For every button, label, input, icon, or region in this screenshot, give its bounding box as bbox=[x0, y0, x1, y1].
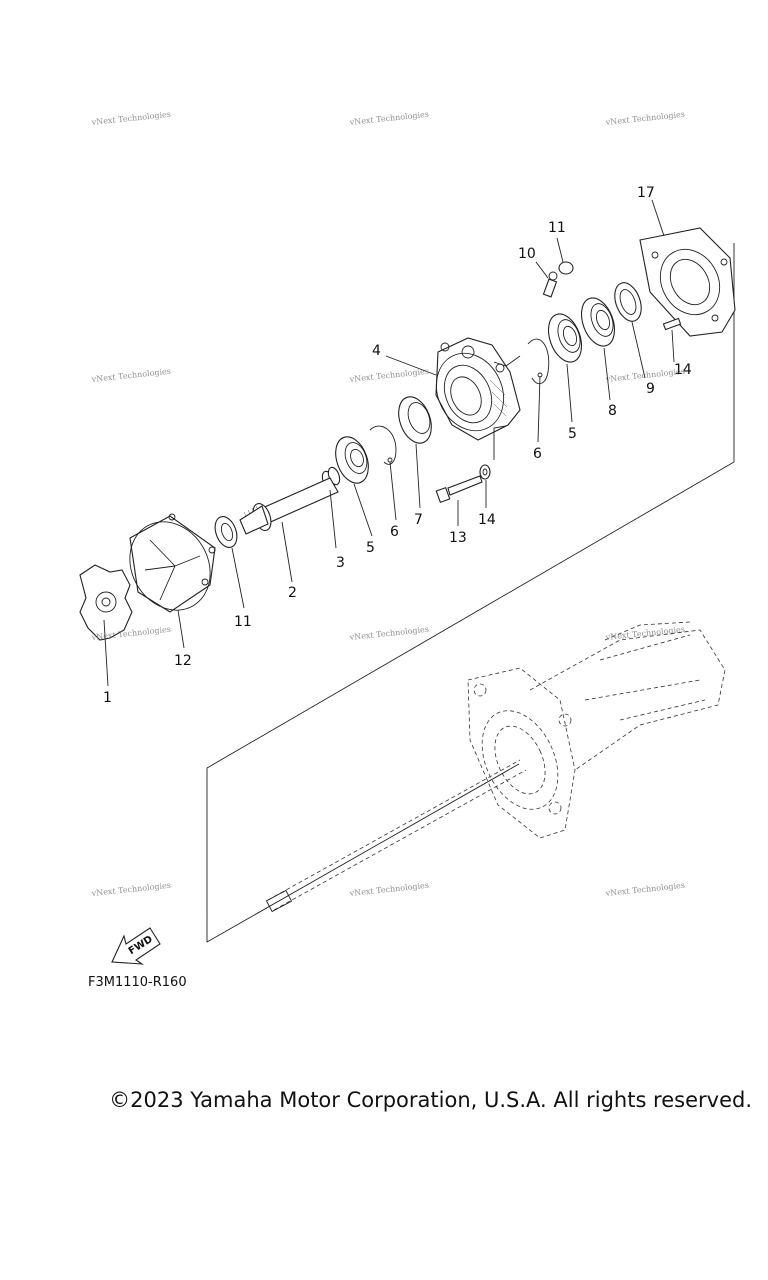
leader-lines bbox=[103, 199, 675, 687]
label-6-right: 6 bbox=[533, 446, 542, 462]
watermarks: vNext Technologies vNext Technologies vN… bbox=[90, 110, 685, 898]
part-17-housing-cover bbox=[639, 227, 736, 337]
part-12-coupling bbox=[129, 513, 216, 613]
part-16-washer bbox=[479, 464, 491, 480]
label-8: 8 bbox=[608, 403, 617, 419]
label-5-left: 5 bbox=[366, 540, 375, 556]
label-10: 10 bbox=[518, 246, 536, 262]
part-5-bearing-left bbox=[335, 436, 369, 484]
svg-text:vNext Technologies: vNext Technologies bbox=[348, 110, 429, 127]
svg-text:vNext Technologies: vNext Technologies bbox=[604, 881, 685, 898]
part-1-damper bbox=[79, 564, 133, 641]
label-5-right: 5 bbox=[568, 426, 577, 442]
part-15-bolt bbox=[435, 475, 483, 504]
copyright-notice: ©2023 Yamaha Motor Corporation, U.S.A. A… bbox=[109, 1088, 752, 1112]
label-9: 9 bbox=[646, 381, 655, 397]
label-16: 14 bbox=[478, 512, 496, 528]
label-13: 11 bbox=[234, 614, 252, 630]
part-7-bearing bbox=[398, 396, 432, 444]
part-10-grease-nipple bbox=[542, 271, 558, 298]
svg-text:vNext Technologies: vNext Technologies bbox=[90, 367, 171, 384]
part-13-washer bbox=[214, 516, 238, 548]
label-3: 3 bbox=[336, 555, 345, 571]
svg-text:vNext Technologies: vNext Technologies bbox=[604, 367, 685, 384]
part-6-circlip-left bbox=[369, 425, 397, 465]
svg-text:vNext Technologies: vNext Technologies bbox=[604, 625, 685, 642]
label-4: 4 bbox=[372, 343, 381, 359]
part-5-bearing-right bbox=[547, 313, 583, 363]
label-12: 12 bbox=[174, 653, 192, 669]
jet-pump-assembly bbox=[265, 621, 726, 913]
part-6-circlip-right bbox=[527, 338, 550, 385]
part-8-bearing bbox=[580, 297, 616, 347]
fwd-arrow: FWD bbox=[111, 927, 161, 965]
part-9-oil-seal bbox=[614, 282, 642, 322]
part-2-shaft bbox=[239, 477, 339, 535]
label-2: 2 bbox=[288, 585, 297, 601]
assembly-frame bbox=[206, 243, 735, 943]
part-14-pin bbox=[662, 317, 682, 331]
label-7: 7 bbox=[414, 512, 423, 528]
svg-text:vNext Technologies: vNext Technologies bbox=[348, 881, 429, 898]
svg-text:vNext Technologies: vNext Technologies bbox=[348, 367, 429, 384]
label-6-left: 6 bbox=[390, 524, 399, 540]
svg-text:vNext Technologies: vNext Technologies bbox=[90, 110, 171, 127]
diagram-code: F3M1110-R160 bbox=[88, 975, 187, 990]
part-labels: 17 11 10 4 14 9 8 5 6 7 14 6 13 5 3 2 11… bbox=[103, 185, 692, 706]
label-15: 13 bbox=[449, 530, 467, 546]
label-17: 17 bbox=[637, 185, 655, 201]
label-14: 14 bbox=[674, 362, 692, 378]
svg-text:vNext Technologies: vNext Technologies bbox=[90, 881, 171, 898]
label-1: 1 bbox=[103, 690, 112, 706]
svg-text:vNext Technologies: vNext Technologies bbox=[604, 110, 685, 127]
svg-text:vNext Technologies: vNext Technologies bbox=[348, 625, 429, 642]
label-11: 11 bbox=[548, 220, 566, 236]
part-11-cap bbox=[558, 261, 574, 275]
